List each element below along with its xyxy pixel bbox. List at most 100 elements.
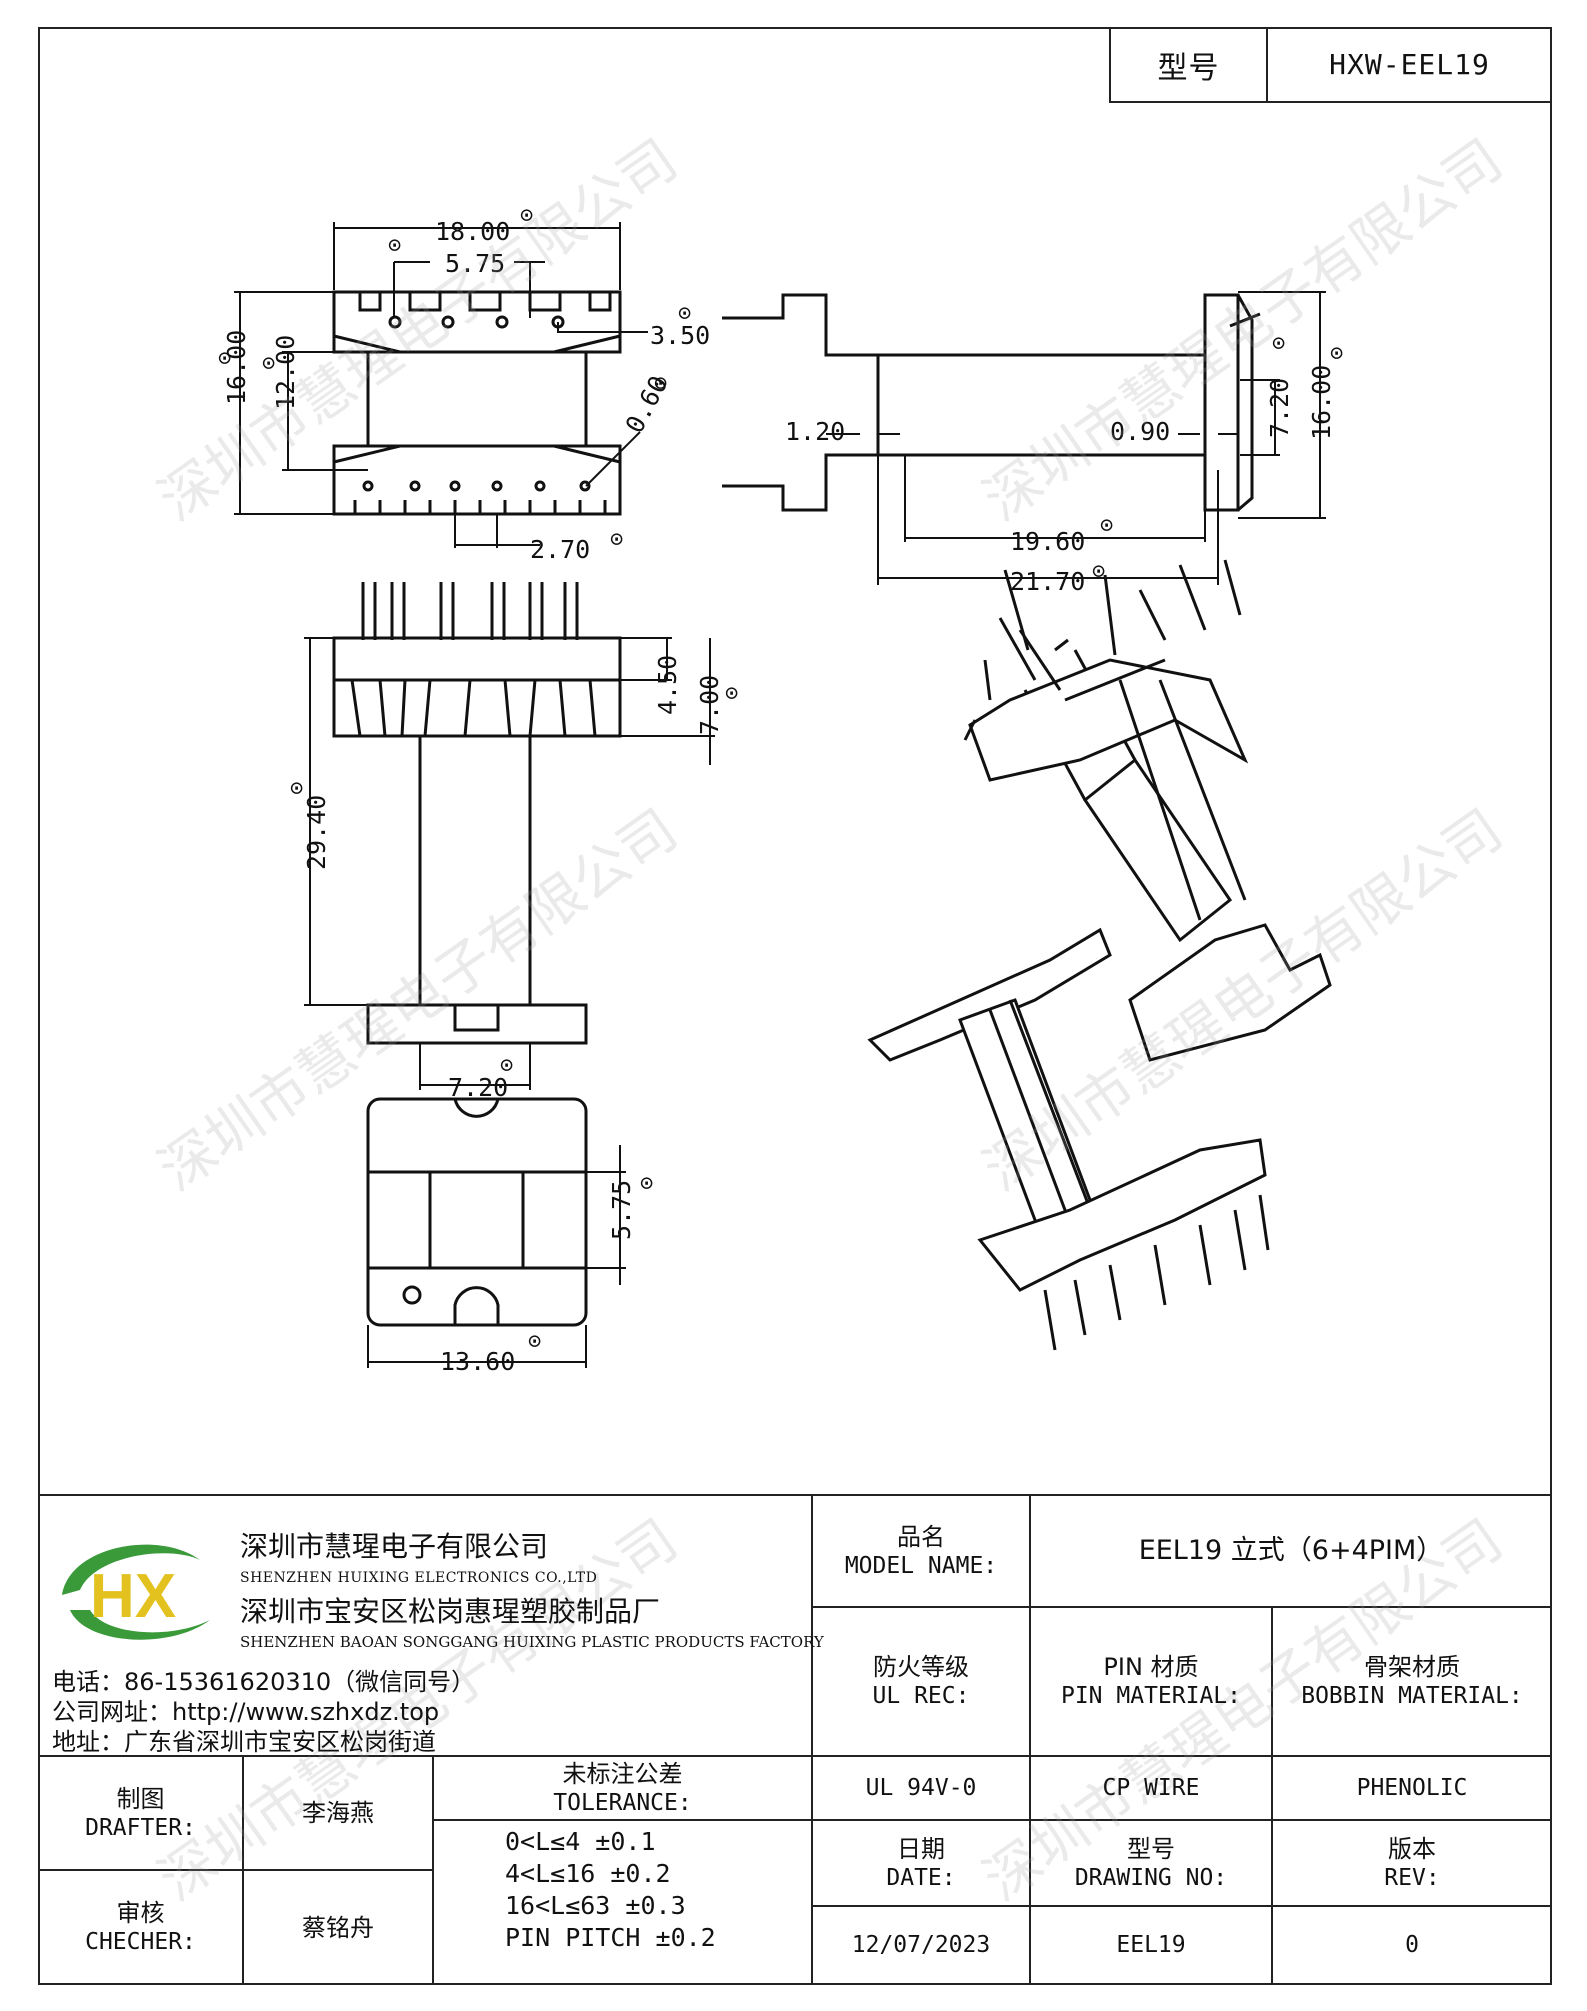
svg-text:⊙: ⊙ [528,1329,541,1354]
dim-top-height-inner: 12.00 [271,335,300,410]
date-cn: 日期 [897,1834,945,1863]
iso-view-lower [867,927,1270,1351]
dim-front-height: 29.40 [302,795,331,870]
rev-en: REV: [1384,1864,1440,1891]
ul-value: UL 94V-0 [812,1756,1030,1820]
bobbin-material-value: PHENOLIC [1272,1756,1552,1820]
drafter-cn: 制图 [116,1784,165,1813]
svg-text:⊙: ⊙ [725,681,738,706]
svg-text:⊙: ⊙ [610,527,623,552]
drawing-no-value-text: EEL19 [1116,1932,1186,1959]
drafter-en: DRAFTER: [85,1814,196,1841]
rev-value: 0 [1272,1906,1552,1985]
checker-cell: 审核 CHECHER: [38,1870,243,1985]
company-name-en: SHENZHEN HUIXING ELECTRONICS CO.,LTD [240,1570,598,1586]
dim-front-flange-small: 4.50 [653,655,682,715]
drawing-no-value: EEL19 [1030,1906,1272,1985]
drafter-cell: 制图 DRAFTER: [38,1756,243,1870]
company-address: 地址：广东省深圳市宝安区松岗街道 [52,1728,436,1756]
model-name-cell: 品名 MODEL NAME: [812,1495,1030,1607]
company-logo: HX [50,1525,220,1655]
date-en: DATE: [886,1864,956,1891]
svg-text:⊙: ⊙ [1100,513,1113,538]
rev-value-text: 0 [1405,1932,1419,1959]
pin-material-value: CP WIRE [1030,1756,1272,1820]
dim-pin-offset: 3.50 [650,321,710,350]
svg-text:⊙: ⊙ [520,203,533,228]
drawing-no-cell: 型号 DRAWING NO: [1030,1820,1272,1906]
pin-material-cell: PIN 材质 PIN MATERIAL: [1030,1607,1272,1756]
logo-text: HX [90,1562,176,1631]
tolerance-cn: 未标注公差 [562,1759,683,1788]
checker-cn: 审核 [116,1899,165,1928]
factory-name-en: SHENZHEN BAOAN SONGGANG HUIXING PLASTIC … [240,1633,824,1651]
bobbin-material-en: BOBBIN MATERIAL: [1301,1683,1523,1710]
rev-cell: 版本 REV: [1272,1820,1552,1906]
company-website: 公司网址：http://www.szhxdz.top [52,1698,440,1726]
dim-side-inner-height: 7.20 [1265,378,1294,438]
iso-view-upper [963,559,1332,1062]
model-name-value: EEL19 立式（6+4PIM） [1138,1535,1444,1567]
tolerance-line: 0<L≤4 ±0.1 [505,1827,656,1856]
tolerance-cell: 未标注公差 TOLERANCE: [433,1756,812,1820]
bobbin-material-value-text: PHENOLIC [1356,1774,1468,1801]
ul-rec-en: UL REC: [872,1683,970,1710]
dim-bottom-width: 13.60 [440,1347,515,1376]
svg-text:⊙: ⊙ [678,301,691,326]
dim-bottom-window: 5.75 [607,1180,636,1240]
tolerance-line: 16<L≤63 ±0.3 [505,1891,686,1920]
dim-front-core-width: 7.20 [448,1073,508,1102]
dim-side-total-length: 21.70 [1010,567,1085,596]
type-value: HXW-EEL19 [1329,48,1490,81]
dim-side-flange: 1.20 [785,417,845,446]
dim-front-flange-large: 7.00 [695,675,724,735]
side-view [722,293,1261,512]
svg-text:⊙: ⊙ [218,346,231,371]
drawing-no-en: DRAWING NO: [1074,1864,1228,1891]
ul-rec-cell: 防火等级 UL REC: [812,1607,1030,1756]
dim-top-width: 18.00 [435,217,510,246]
svg-text:⊙: ⊙ [290,776,303,801]
svg-text:⊙: ⊙ [1092,559,1105,584]
svg-text:⊙: ⊙ [1272,331,1285,356]
pin-material-en: PIN MATERIAL: [1060,1683,1241,1710]
dim-top-pin-gap: 5.75 [445,249,505,278]
date-cell: 日期 DATE: [812,1820,1030,1906]
bobbin-material-cn: 骨架材质 [1364,1653,1460,1682]
drawing-frame [38,27,1552,1985]
dim-side-gap: 0.90 [1110,417,1170,446]
date-value-text: 12/07/2023 [851,1932,991,1959]
top-view [332,290,622,516]
model-name-cn: 品名 [897,1522,945,1551]
front-view [332,582,622,1327]
model-name-en: MODEL NAME: [844,1552,998,1579]
dim-top-height-outer: 16.00 [222,330,251,405]
rev-cn: 版本 [1388,1834,1436,1863]
svg-text:⊙: ⊙ [654,371,667,396]
type-label: 型号 [1157,50,1220,86]
checker-en: CHECHER: [85,1929,196,1956]
dim-side-outer-height: 16.00 [1307,365,1336,440]
svg-text:⊙: ⊙ [1330,341,1343,366]
drafter-value: 李海燕 [302,1799,374,1827]
svg-text:⊙: ⊙ [640,1171,653,1196]
hx-logo-icon: HX [62,1544,210,1640]
pin-material-cn: PIN 材质 [1103,1653,1199,1682]
svg-text:⊙: ⊙ [262,351,275,376]
ul-rec-cn: 防火等级 [873,1653,969,1682]
pin-material-value-text: CP WIRE [1102,1774,1200,1801]
tolerance-line: 4<L≤16 ±0.2 [505,1859,671,1888]
dim-side-inner-length: 19.60 [1010,527,1085,556]
tolerance-line: PIN PITCH ±0.2 [505,1923,716,1952]
tolerance-en: TOLERANCE: [553,1789,692,1816]
drawing-no-cn: 型号 [1127,1834,1175,1863]
svg-text:⊙: ⊙ [500,1053,513,1078]
tolerance-list: 0<L≤4 ±0.1 4<L≤16 ±0.2 16<L≤63 ±0.3 PIN … [505,1826,716,1954]
date-value: 12/07/2023 [812,1906,1030,1985]
checker-value: 蔡铭舟 [302,1913,374,1942]
company-phone: 电话：86-15361620310（微信同号） [52,1668,476,1696]
company-name-cn: 深圳市慧瑆电子有限公司 [240,1530,549,1563]
factory-name-cn: 深圳市宝安区松岗惠瑆塑胶制品厂 [240,1595,661,1628]
bobbin-material-cell: 骨架材质 BOBBIN MATERIAL: [1272,1607,1552,1756]
